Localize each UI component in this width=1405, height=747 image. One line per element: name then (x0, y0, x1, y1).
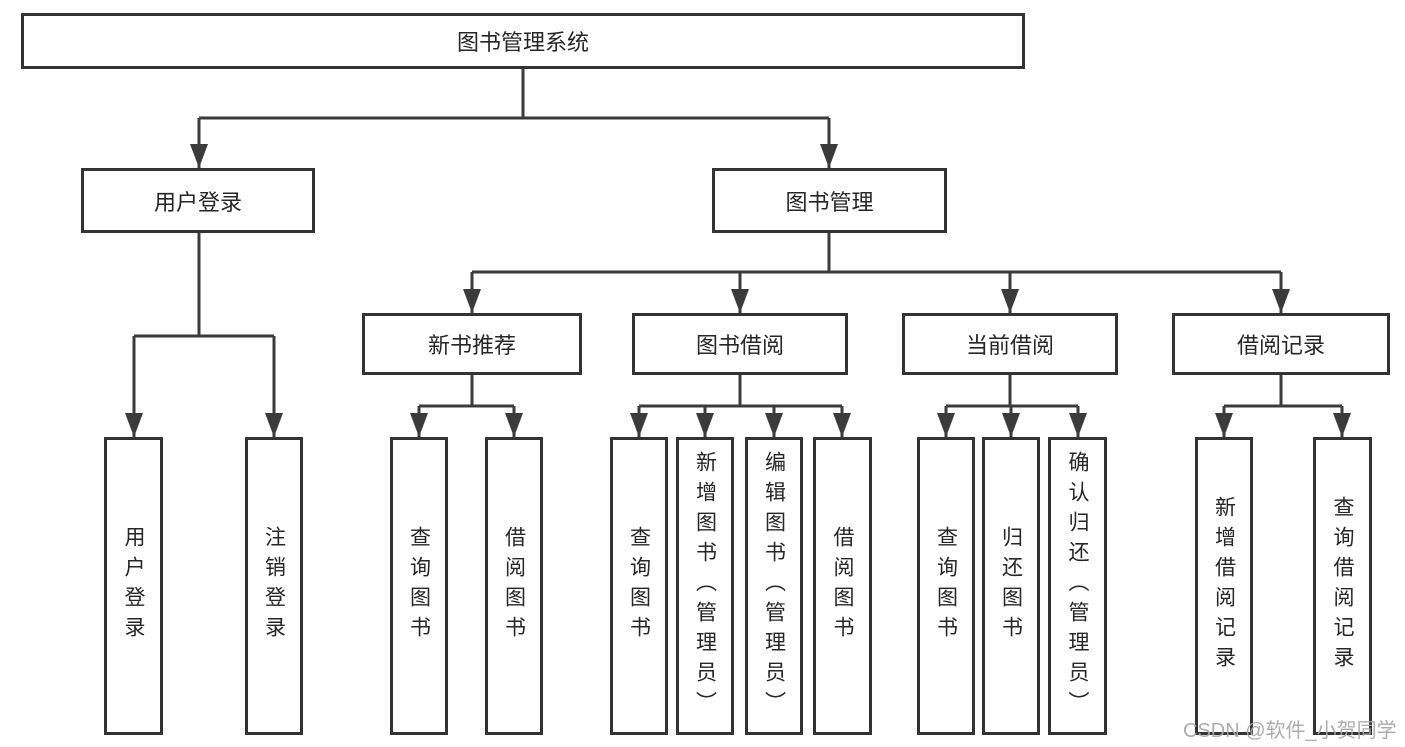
leaf-user-login: 用户登录 (104, 437, 163, 735)
leaf-return-books: 归还图书 (982, 437, 1040, 735)
leaf-query-books-borrowing: 查询图书 (610, 437, 668, 735)
node-borrowing-records: 借阅记录 (1172, 313, 1390, 375)
leaf-add-borrow-record: 新增借阅记录 (1195, 437, 1253, 735)
leaf-borrow-books-borrowing-label: 借阅图书 (831, 526, 854, 646)
node-new-book-recommendation: 新书推荐 (362, 313, 582, 375)
leaf-query-books-current-label: 查询图书 (934, 526, 958, 646)
leaf-logout: 注销登录 (245, 437, 303, 735)
leaf-query-books-recommend-label: 查询图书 (407, 526, 431, 646)
leaf-query-borrow-record-label: 查询借阅记录 (1331, 496, 1354, 676)
csdn-watermark: CSDN @软件_小贺同学 (1183, 720, 1397, 742)
leaf-borrow-books-borrowing: 借阅图书 (813, 437, 872, 735)
leaf-query-books-borrowing-label: 查询图书 (627, 526, 651, 646)
leaf-query-books-current: 查询图书 (917, 437, 975, 735)
leaf-borrow-books-recommend-label: 借阅图书 (502, 526, 526, 646)
leaf-borrow-books-recommend: 借阅图书 (485, 437, 543, 735)
node-library-management-system: 图书管理系统 (21, 13, 1025, 69)
leaf-add-book-admin-label: 新增图书（管理员） (693, 451, 717, 721)
leaf-add-borrow-record-label: 新增借阅记录 (1212, 496, 1236, 676)
leaf-return-books-label: 归还图书 (999, 526, 1023, 646)
leaf-user-login-label: 用户登录 (122, 526, 145, 646)
node-user-login: 用户登录 (81, 168, 315, 233)
node-current-borrowing: 当前借阅 (902, 313, 1118, 375)
leaf-add-book-admin: 新增图书（管理员） (676, 437, 734, 735)
leaf-edit-book-admin-label: 编辑图书（管理员） (762, 451, 786, 721)
leaf-query-borrow-record: 查询借阅记录 (1313, 437, 1372, 735)
leaf-confirm-return-admin-label: 确认归还（管理员） (1066, 451, 1089, 721)
leaf-confirm-return-admin: 确认归还（管理员） (1048, 437, 1107, 735)
leaf-query-books-recommend: 查询图书 (390, 437, 448, 735)
node-book-management: 图书管理 (712, 168, 947, 233)
leaf-edit-book-admin: 编辑图书（管理员） (745, 437, 803, 735)
node-book-borrowing: 图书借阅 (632, 313, 848, 375)
leaf-logout-label: 注销登录 (262, 526, 286, 646)
